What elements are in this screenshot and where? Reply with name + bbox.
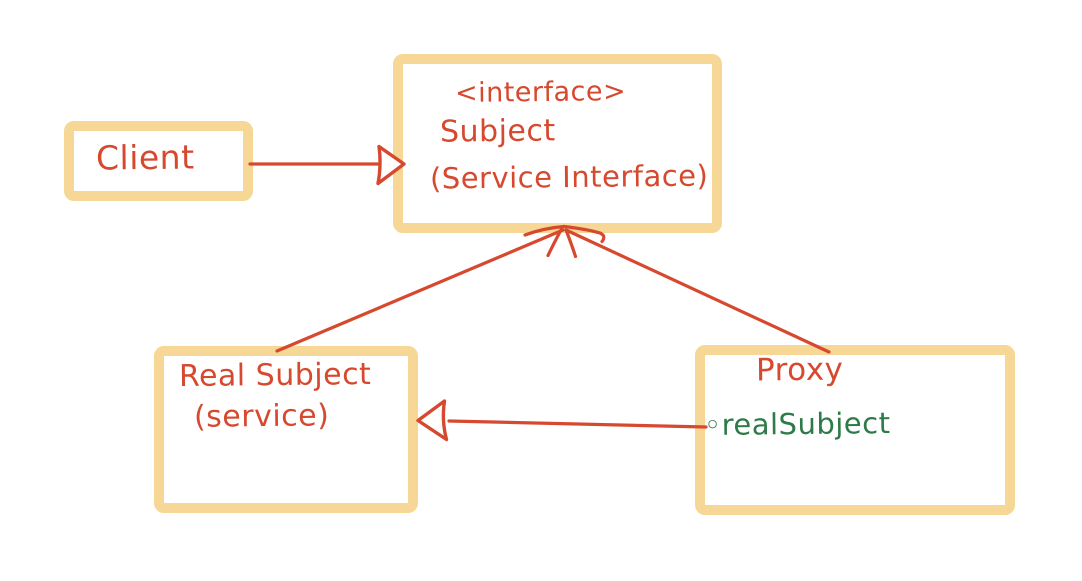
subject-note: (Service Interface) bbox=[429, 158, 709, 196]
proxy-field: ◦realSubject bbox=[703, 406, 891, 442]
proxy-field-bullet: ◦ bbox=[703, 407, 722, 442]
edge-client-to-subject bbox=[248, 144, 406, 186]
node-real-subject bbox=[154, 346, 418, 513]
subject-stereotype: <interface> bbox=[454, 76, 627, 109]
proxy-field-text: realSubject bbox=[721, 406, 891, 442]
node-client bbox=[64, 121, 253, 201]
real-subject-note: (service) bbox=[193, 398, 330, 435]
edge-proxy-to-real-subject bbox=[416, 399, 708, 442]
proxy-name: Proxy bbox=[755, 351, 844, 389]
node-subject-interface bbox=[393, 54, 722, 233]
subject-name: Subject bbox=[439, 113, 556, 150]
edge-proxy-to-subject bbox=[564, 228, 831, 354]
client-label: Client bbox=[95, 137, 195, 178]
real-subject-name: Real Subject bbox=[178, 356, 372, 395]
edge-real-subject-to-subject bbox=[275, 228, 565, 353]
node-proxy bbox=[695, 345, 1015, 515]
